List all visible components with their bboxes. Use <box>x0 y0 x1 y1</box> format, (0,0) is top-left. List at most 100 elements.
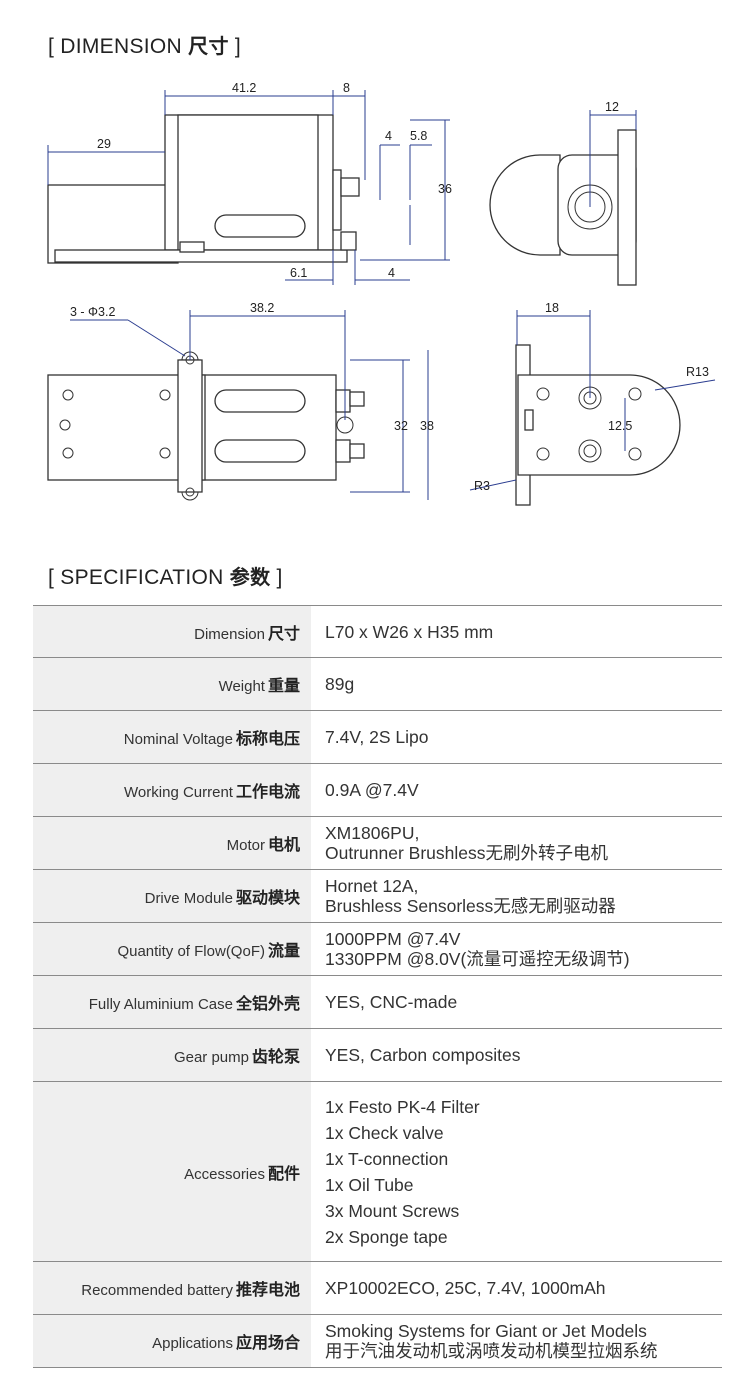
bracket-open: [ <box>48 566 55 589</box>
dim-4-top: 4 <box>385 129 392 143</box>
key-en: Accessories <box>184 1165 265 1183</box>
dim-32: 32 <box>394 419 408 433</box>
value-line: Hornet 12A, <box>325 876 419 896</box>
value-line: Smoking Systems for Giant or Jet Models <box>325 1321 647 1341</box>
side-view-drawing <box>47 114 360 264</box>
bracket-close: ] <box>276 566 283 589</box>
key-en: Gear pump <box>173 1049 249 1066</box>
dim-r13: R13 <box>686 365 709 379</box>
key-zh: 重量 <box>267 676 300 695</box>
value-line: 1x T-connection <box>325 1148 449 1169</box>
key-zh: 配件 <box>267 1163 300 1183</box>
dim-12: 12 <box>605 100 619 114</box>
key-en: Working Current <box>124 784 233 801</box>
dim-12-5: 12.5 <box>608 419 632 433</box>
value-line: 1000PPM @7.4V <box>325 929 461 949</box>
title-en: DIMENSION <box>60 35 182 58</box>
dim-4-bottom: 4 <box>388 266 395 280</box>
dim-8: 8 <box>343 81 350 95</box>
side-view-dimensions <box>47 90 450 285</box>
key-zh: 应用场合 <box>235 1333 300 1352</box>
value-line: YES, CNC-made <box>325 992 458 1012</box>
title-zh: 尺寸 <box>188 34 229 58</box>
spec-value: 7.4V, 2S Lipo <box>311 711 722 764</box>
dim-18: 18 <box>545 301 559 315</box>
value-line: 89g <box>325 674 355 694</box>
value-line: 1330PPM @8.0V(流量可遥控无级调节) <box>325 949 630 969</box>
value-line: 1x Check valve <box>325 1122 444 1143</box>
dim-3-phi: 3 - Φ3.2 <box>70 305 115 319</box>
spec-value: YES, Carbon composites <box>311 1029 722 1082</box>
key-zh: 驱动模块 <box>235 888 300 907</box>
value-line: L70 x W26 x H35 mm <box>325 621 494 642</box>
key-zh: 全铝外壳 <box>235 994 300 1013</box>
key-zh: 电机 <box>267 835 300 854</box>
dimension-drawings: 41.2 8 29 4 5.8 36 6.1 4 12 <box>47 81 716 506</box>
dimension-section-title: [ DIMENSION 尺寸 ] <box>48 30 241 59</box>
dim-41-2: 41.2 <box>232 81 256 95</box>
value-line: 用于汽油发动机或涡喷发动机模型拉烟系统 <box>325 1341 658 1361</box>
value-line: YES, Carbon composites <box>325 1045 521 1065</box>
value-line: XP10002ECO, 25C, 7.4V, 1000mAh <box>325 1278 606 1298</box>
key-en: Motor <box>226 837 265 854</box>
pump-face-drawing <box>515 344 681 506</box>
key-en: Nominal Voltage <box>123 731 233 748</box>
title-en: SPECIFICATION <box>60 566 224 589</box>
value-line: 1x Festo PK-4 Filter <box>325 1096 480 1117</box>
key-en: Drive Module <box>144 890 233 907</box>
key-zh: 流量 <box>267 941 300 960</box>
dim-5-8: 5.8 <box>410 129 427 143</box>
spec-value: L70 x W26 x H35 mm <box>311 606 722 658</box>
key-zh: 齿轮泵 <box>251 1047 300 1066</box>
dim-6-1: 6.1 <box>290 266 307 280</box>
value-line: XM1806PU, <box>325 823 420 843</box>
bracket-open: [ <box>48 35 55 58</box>
side-view-labels: 41.2 8 29 4 5.8 36 6.1 4 <box>97 81 452 280</box>
spec-value: 89g <box>311 658 722 711</box>
key-zh: 尺寸 <box>267 623 300 643</box>
dim-38-2: 38.2 <box>250 301 274 315</box>
spec-value: YES, CNC-made <box>311 976 722 1029</box>
key-zh: 推荐电池 <box>235 1280 300 1299</box>
value-line: Outrunner Brushless无刷外转子电机 <box>325 843 608 863</box>
key-zh: 工作电流 <box>235 782 300 801</box>
top-view-drawing <box>47 351 365 501</box>
spec-value: 0.9A @7.4V <box>311 764 722 817</box>
value-line: 2x Sponge tape <box>325 1226 448 1247</box>
spec-value: 1x Festo PK-4 Filter 1x Check valve 1x T… <box>311 1082 722 1262</box>
pump-face-dimensions <box>469 310 716 491</box>
spec-key: Quantity of Flow(QoF)流量 <box>33 922 311 976</box>
key-en: Dimension <box>194 625 265 643</box>
value-line: 1x Oil Tube <box>325 1174 414 1195</box>
bracket-close: ] <box>234 35 242 58</box>
top-view-dimensions <box>70 310 429 500</box>
key-en: Applications <box>152 1335 233 1352</box>
spec-value: XM1806PU,Outrunner Brushless无刷外转子电机 <box>311 817 722 870</box>
spec-value: XP10002ECO, 25C, 7.4V, 1000mAh <box>311 1262 722 1315</box>
dim-29: 29 <box>97 137 111 151</box>
dim-r3: R3 <box>474 479 490 493</box>
